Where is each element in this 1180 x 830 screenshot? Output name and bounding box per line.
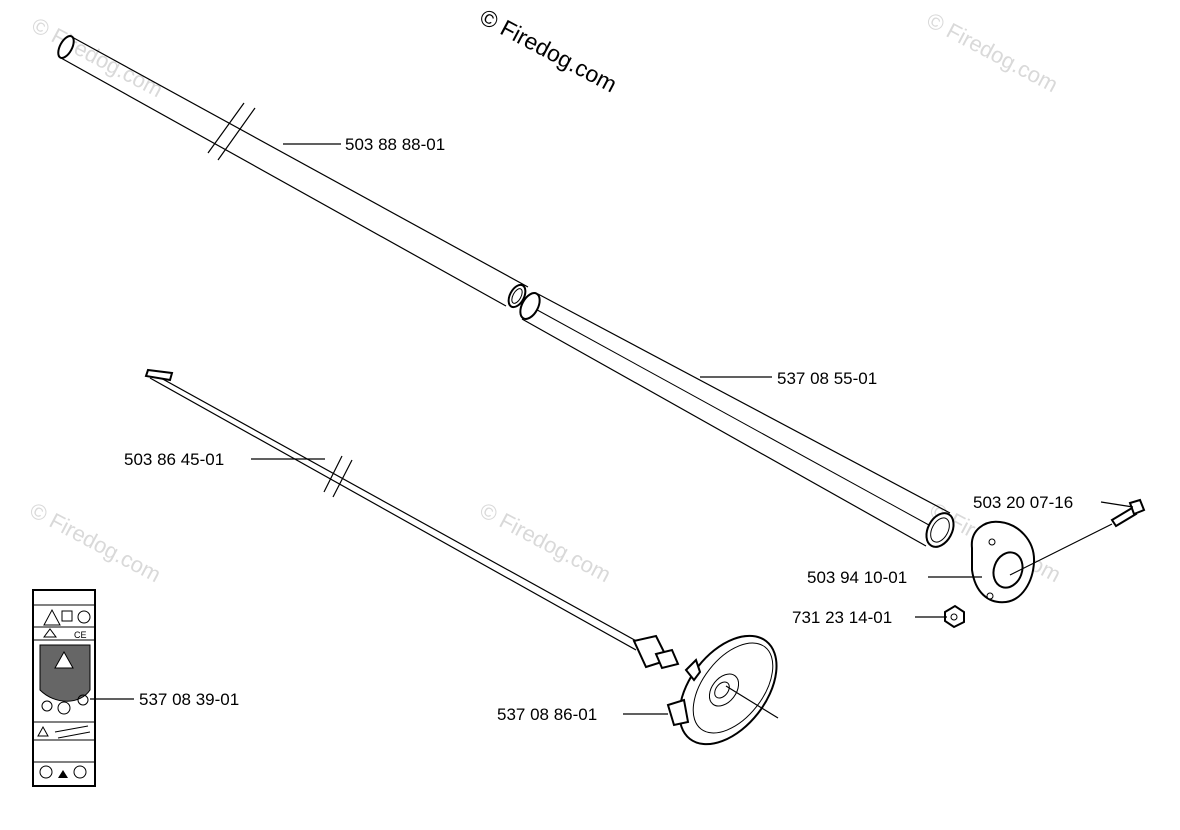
label-part-537-08-86-01: 537 08 86-01 [497, 705, 597, 724]
label-part-503-20-07-16: 503 20 07-16 [973, 493, 1073, 512]
warning-decal: CE [32, 589, 96, 787]
part-labels: 503 88 88-01 537 08 55-01 503 86 45-01 5… [124, 135, 1073, 724]
bolt [1009, 498, 1146, 576]
watermark-mid-left: © Firedog.com [26, 497, 165, 587]
watermark-top-left: © Firedog.com [28, 12, 167, 102]
label-part-503-86-45-01: 503 86 45-01 [124, 450, 224, 469]
upper-tube [57, 35, 529, 309]
label-part-503-88-88-01: 503 88 88-01 [345, 135, 445, 154]
label-part-503-94-10-01: 503 94 10-01 [807, 568, 907, 587]
leader-lines [90, 143, 1134, 715]
watermark-mid-center: © Firedog.com [476, 497, 615, 587]
watermark-main: © Firedog.com [476, 3, 622, 97]
clamp [970, 520, 1036, 604]
label-part-537-08-55-01: 537 08 55-01 [777, 369, 877, 388]
lower-tube [519, 292, 955, 548]
drum-cover [666, 634, 779, 746]
label-part-731-23-14-01: 731 23 14-01 [792, 608, 892, 627]
drive-shaft [144, 368, 680, 670]
nut [944, 604, 965, 629]
ce-mark: CE [74, 630, 87, 640]
label-part-537-08-39-01: 537 08 39-01 [139, 690, 239, 709]
watermark-top-right: © Firedog.com [923, 7, 1062, 97]
